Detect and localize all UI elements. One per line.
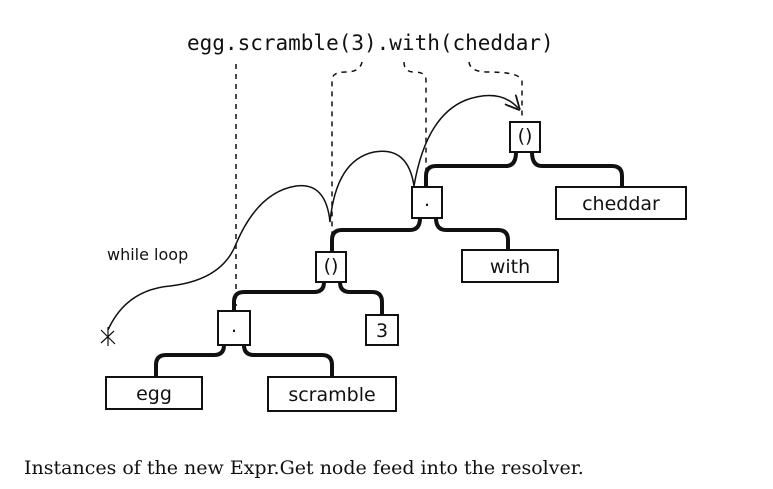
dashed-connector-call-cheddar — [468, 61, 523, 118]
edge-get-to-with — [434, 216, 510, 252]
edge-call-to-3 — [338, 280, 384, 317]
node-scramble-label: scramble — [288, 384, 375, 406]
node-egg: egg — [105, 376, 203, 410]
node-with-label: with — [490, 256, 530, 278]
expression-source: egg.scramble(3).with(cheddar) — [187, 31, 554, 55]
node-call-middle: () — [315, 251, 347, 283]
node-get-with: . — [411, 186, 443, 219]
loop-tail-mark — [100, 327, 116, 346]
edge-get-to-scramble — [242, 343, 334, 379]
node-call-middle-label: () — [324, 255, 339, 277]
node-three: 3 — [365, 314, 399, 346]
edge-call-to-cheddar — [530, 150, 624, 189]
node-call-top-label: () — [518, 125, 533, 147]
figure-caption: Instances of the new Expr.Get node feed … — [24, 457, 584, 479]
syntax-tree-diagram: egg.scramble(3).with(cheddar) while loop… — [100, 31, 687, 412]
node-get-scramble: . — [217, 310, 251, 346]
node-three-label: 3 — [376, 320, 388, 342]
node-scramble: scramble — [267, 376, 397, 412]
while-loop-arrow — [107, 96, 518, 331]
node-egg-label: egg — [136, 383, 172, 405]
edge-call-to-get — [232, 280, 326, 313]
while-loop-label: while loop — [107, 245, 188, 264]
node-call-top: () — [509, 121, 541, 153]
edge-get-to-egg — [154, 343, 226, 379]
node-cheddar-label: cheddar — [582, 193, 660, 215]
node-with: with — [461, 249, 559, 283]
edge-get-to-call — [330, 216, 422, 252]
dashed-connector-call-3 — [331, 61, 363, 250]
edge-call-to-get — [424, 150, 518, 189]
node-get-with-label: . — [424, 189, 430, 211]
node-cheddar: cheddar — [555, 186, 687, 220]
dashed-connector-with-get — [403, 61, 427, 186]
node-get-scramble-label: . — [231, 315, 237, 337]
